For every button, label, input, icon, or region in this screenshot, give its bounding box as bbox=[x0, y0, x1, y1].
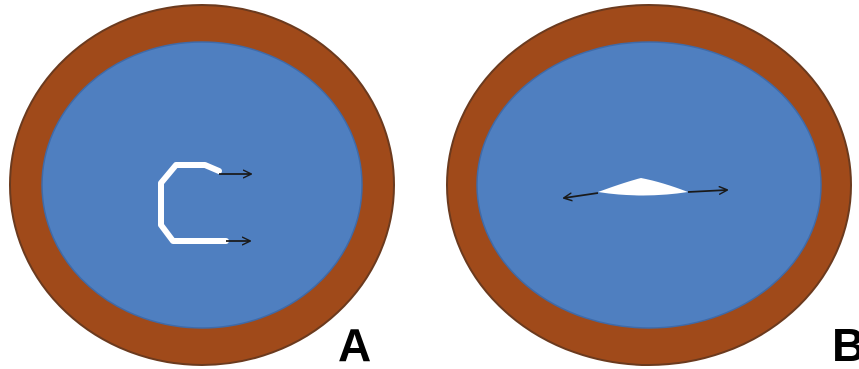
arrow-right bbox=[687, 190, 727, 192]
c-shaped-crack bbox=[158, 162, 229, 244]
panel-label-b: B bbox=[832, 319, 859, 369]
inner-disc-a bbox=[41, 41, 363, 329]
panel-label-a: A bbox=[338, 319, 371, 369]
panel-b: B bbox=[446, 4, 859, 369]
arrow-left bbox=[564, 192, 599, 198]
lens-shaped-crack bbox=[598, 178, 688, 196]
panel-a: A bbox=[9, 4, 395, 369]
